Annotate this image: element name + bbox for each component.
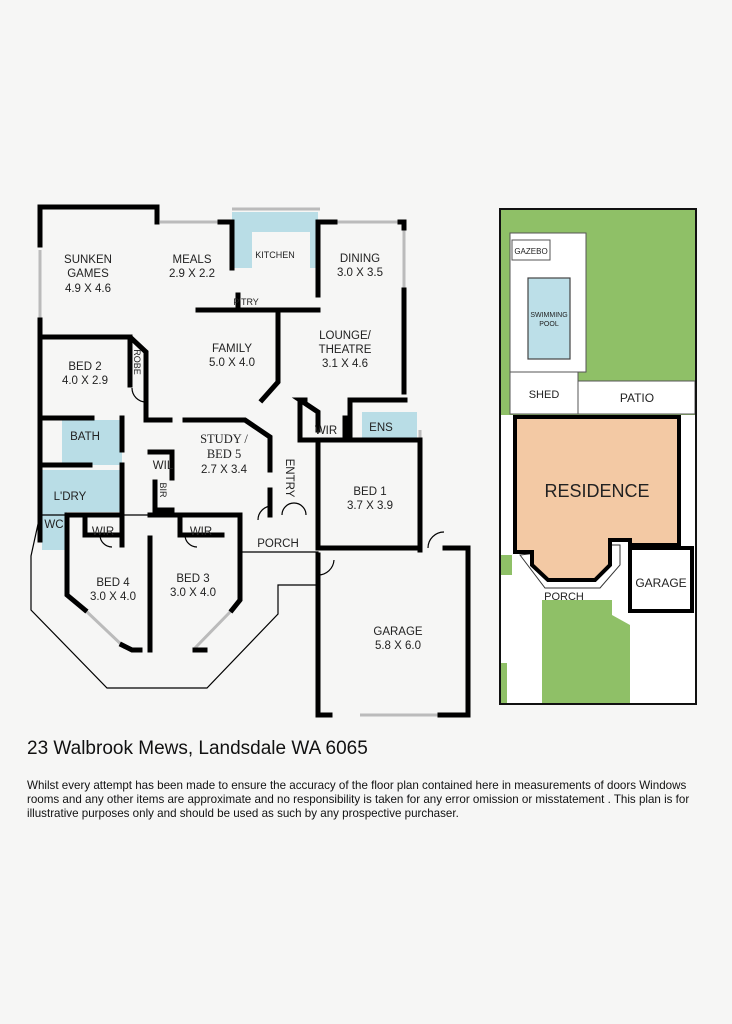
dining-label: DINING <box>340 253 380 265</box>
pool-label: SWIMMING <box>530 312 567 319</box>
bed2-size: 4.0 X 2.9 <box>62 375 108 387</box>
ens-label: ENS <box>369 422 393 434</box>
family-label: FAMILY <box>212 343 252 355</box>
pool-label-2: POOL <box>539 321 559 328</box>
gazebo-label: GAZEBO <box>514 247 547 256</box>
study-size: 2.7 X 3.4 <box>201 464 248 476</box>
dining-size: 3.0 X 3.5 <box>337 267 383 279</box>
kitchen-label: KITCHEN <box>255 250 295 260</box>
lounge-label: LOUNGE/ <box>319 330 372 342</box>
bed4-size: 3.0 X 4.0 <box>90 591 136 603</box>
robe-label: ROBE <box>132 349 142 375</box>
wc-label: WC <box>44 519 63 531</box>
swimming-pool <box>527 277 571 360</box>
bir-label: BIR <box>158 482 168 498</box>
ens-area <box>362 412 417 440</box>
lounge-size: 3.1 X 4.6 <box>322 358 368 370</box>
laundry-area <box>42 470 122 512</box>
bed1-label: BED 1 <box>353 486 386 498</box>
laundry-label: L'DRY <box>54 491 87 503</box>
garage-label: GARAGE <box>373 626 423 638</box>
residence-label: RESIDENCE <box>544 481 649 501</box>
family-size: 5.0 X 4.0 <box>209 357 255 369</box>
bed3-label: BED 3 <box>176 573 209 585</box>
wir-bed4-label: WIR <box>92 526 114 538</box>
patio-label: PATIO <box>620 391 654 405</box>
shed-label: SHED <box>529 389 560 401</box>
bath-label: BATH <box>70 431 100 443</box>
porch-label: PORCH <box>257 538 299 550</box>
study-label-2: BED 5 <box>207 447 241 461</box>
site-garage <box>628 546 694 613</box>
doors <box>99 387 445 576</box>
garage-size: 5.8 X 6.0 <box>375 640 421 652</box>
site-plan: GAZEBO SWIMMING POOL SHED PATIO PORCH RE… <box>499 208 697 705</box>
walls <box>37 204 471 718</box>
wir-master-label: WIR <box>315 425 337 437</box>
wir-bed3-label: WIR <box>190 526 212 538</box>
study-label: STUDY / <box>200 432 248 446</box>
wil-label: WIL <box>153 460 174 472</box>
bed3-size: 3.0 X 4.0 <box>170 587 216 599</box>
site-garage-label: GARAGE <box>635 576 686 590</box>
residence <box>513 415 681 582</box>
disclaimer-text: Whilst every attempt has been made to en… <box>27 779 690 820</box>
patio <box>577 380 696 415</box>
meals-size: 2.9 X 2.2 <box>169 268 215 280</box>
room-labels: SUNKEN GAMES 4.9 X 4.6 MEALS 2.9 X 2.2 K… <box>44 250 423 652</box>
wet-areas <box>42 212 417 550</box>
pantry-label: P'TRY <box>233 297 259 307</box>
bed4-label: BED 4 <box>96 577 130 589</box>
gazebo <box>511 239 551 261</box>
sunken-games-label-2: GAMES <box>67 268 109 280</box>
sunken-games-size: 4.9 X 4.6 <box>65 283 111 295</box>
wc-area <box>42 512 67 550</box>
bed1-size: 3.7 X 3.9 <box>347 500 393 512</box>
sunken-games-label: SUNKEN <box>64 254 112 266</box>
meals-label: MEALS <box>173 254 212 266</box>
lounge-label-2: THEATRE <box>319 344 372 356</box>
kitchen-area <box>232 212 318 268</box>
entry-label: ENTRY <box>283 459 295 498</box>
property-address: 23 Walbrook Mews, Landsdale WA 6065 <box>27 738 368 759</box>
site-porch-label: PORCH <box>544 591 584 603</box>
bed2-label: BED 2 <box>68 361 101 373</box>
bath-area <box>62 420 122 465</box>
